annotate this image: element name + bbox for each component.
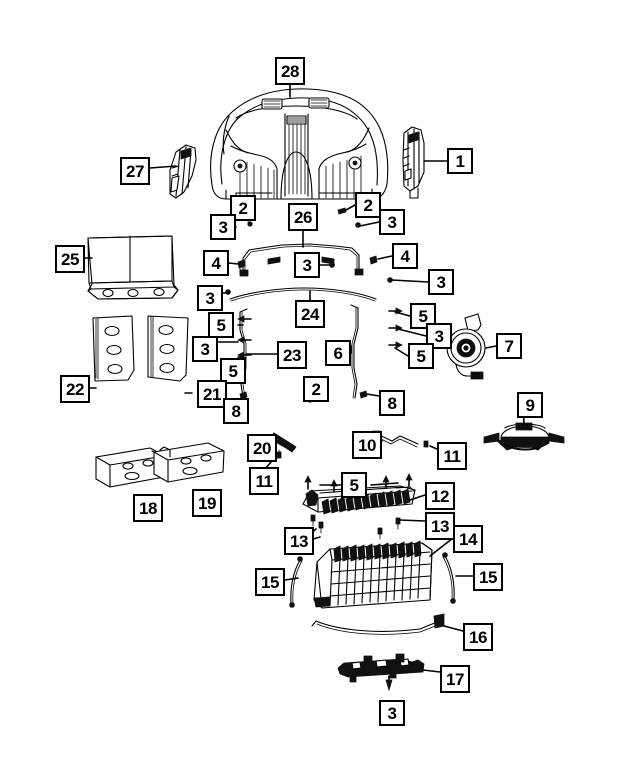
- callout-seat-back-trim-retainer[interactable]: 21: [197, 380, 227, 408]
- callout-hog-ring[interactable]: 5: [408, 343, 434, 369]
- callout-screw[interactable]: 13: [284, 527, 314, 555]
- part-1-seat-back-side-shield-right: [402, 126, 425, 199]
- part-6-seat-back-side-wire-right: [350, 304, 359, 399]
- callout-nut[interactable]: 8: [223, 398, 249, 424]
- callout-nut[interactable]: 8: [379, 390, 405, 416]
- callout-seat-back-side-shield-left[interactable]: 27: [120, 157, 150, 185]
- part-28-seat-back-cover-panel: [210, 88, 389, 200]
- callout-seat-back-lower-wire[interactable]: 24: [295, 300, 325, 328]
- callout-bolt[interactable]: 3: [210, 214, 236, 240]
- callout-seat-back-panel-upper[interactable]: 25: [55, 245, 85, 273]
- callout-seat-cushion-upper-frame[interactable]: 12: [425, 482, 455, 510]
- callout-seat-back-side-wire-left[interactable]: 23: [277, 341, 307, 369]
- callout-clip[interactable]: 11: [249, 467, 279, 495]
- callout-seat-back-latch-rod[interactable]: 10: [352, 431, 382, 459]
- callout-seat-cushion-front-wire[interactable]: 16: [463, 623, 493, 651]
- part-16-seat-cushion-front-wire: [311, 613, 445, 635]
- callout-screw[interactable]: 2: [303, 376, 329, 402]
- part-7-blower-motor: [446, 313, 486, 380]
- callout-bolt[interactable]: 3: [379, 209, 405, 235]
- callout-clip[interactable]: 4: [392, 243, 418, 269]
- callout-clip[interactable]: 4: [203, 250, 229, 276]
- callout-seat-cushion-pad[interactable]: 14: [453, 525, 483, 553]
- callout-bolt[interactable]: 3: [379, 700, 405, 726]
- callout-hog-ring[interactable]: 5: [208, 312, 234, 338]
- part-17-seat-cushion-heater-element: [337, 653, 425, 683]
- callout-clip[interactable]: 11: [437, 442, 467, 470]
- callout-seat-back-side-shield-right[interactable]: 1: [447, 148, 473, 174]
- callout-seat-back-wire-frame[interactable]: 26: [288, 203, 318, 231]
- callout-seat-cushion-heater-element[interactable]: 17: [440, 665, 470, 693]
- part-15-seat-cushion-side-wire-right: [442, 552, 456, 604]
- callout-screw[interactable]: 13: [425, 512, 455, 540]
- callout-hog-ring[interactable]: 5: [220, 358, 246, 384]
- callout-seat-track-shim-left[interactable]: 18: [133, 494, 163, 522]
- callout-bolt[interactable]: 3: [192, 336, 218, 362]
- part-24-seat-back-lower-wire: [229, 287, 377, 302]
- callout-seat-back-cover-panel[interactable]: 28: [275, 57, 305, 85]
- callout-seat-back-side-wire-right[interactable]: 6: [325, 340, 351, 366]
- part-12-seat-cushion-upper-frame: [302, 485, 416, 515]
- callout-screw[interactable]: 2: [355, 192, 381, 218]
- callout-bolt[interactable]: 3: [428, 269, 454, 295]
- callout-bolt[interactable]: 3: [197, 285, 223, 311]
- part-9-seat-recliner-mechanism: [483, 422, 565, 451]
- callout-pin[interactable]: 20: [247, 434, 277, 462]
- callout-bolt[interactable]: 3: [294, 252, 320, 278]
- callout-hog-ring[interactable]: 5: [341, 472, 367, 498]
- part-22-seat-back-side-bolster-pads: [92, 315, 189, 382]
- part-25-seat-back-panel-upper: [87, 235, 179, 300]
- part-15-seat-cushion-side-wire-left: [289, 556, 303, 608]
- part-18-seat-track-shim-left: [95, 447, 166, 488]
- callout-seat-cushion-side-wire-left[interactable]: 15: [255, 568, 285, 596]
- callout-seat-track-shim-right[interactable]: 19: [192, 489, 222, 517]
- callout-blower-motor[interactable]: 7: [496, 333, 522, 359]
- part-27-seat-back-side-shield-left: [169, 144, 197, 199]
- part-19-seat-track-shim-right: [153, 442, 225, 483]
- callout-seat-back-side-bolster-pads[interactable]: 22: [60, 375, 90, 403]
- callout-seat-cushion-side-wire-right[interactable]: 15: [473, 563, 503, 591]
- part-14-seat-cushion-pad: [313, 540, 433, 609]
- callout-seat-recliner-mechanism[interactable]: 9: [517, 392, 543, 418]
- leader-lines: [84, 84, 525, 673]
